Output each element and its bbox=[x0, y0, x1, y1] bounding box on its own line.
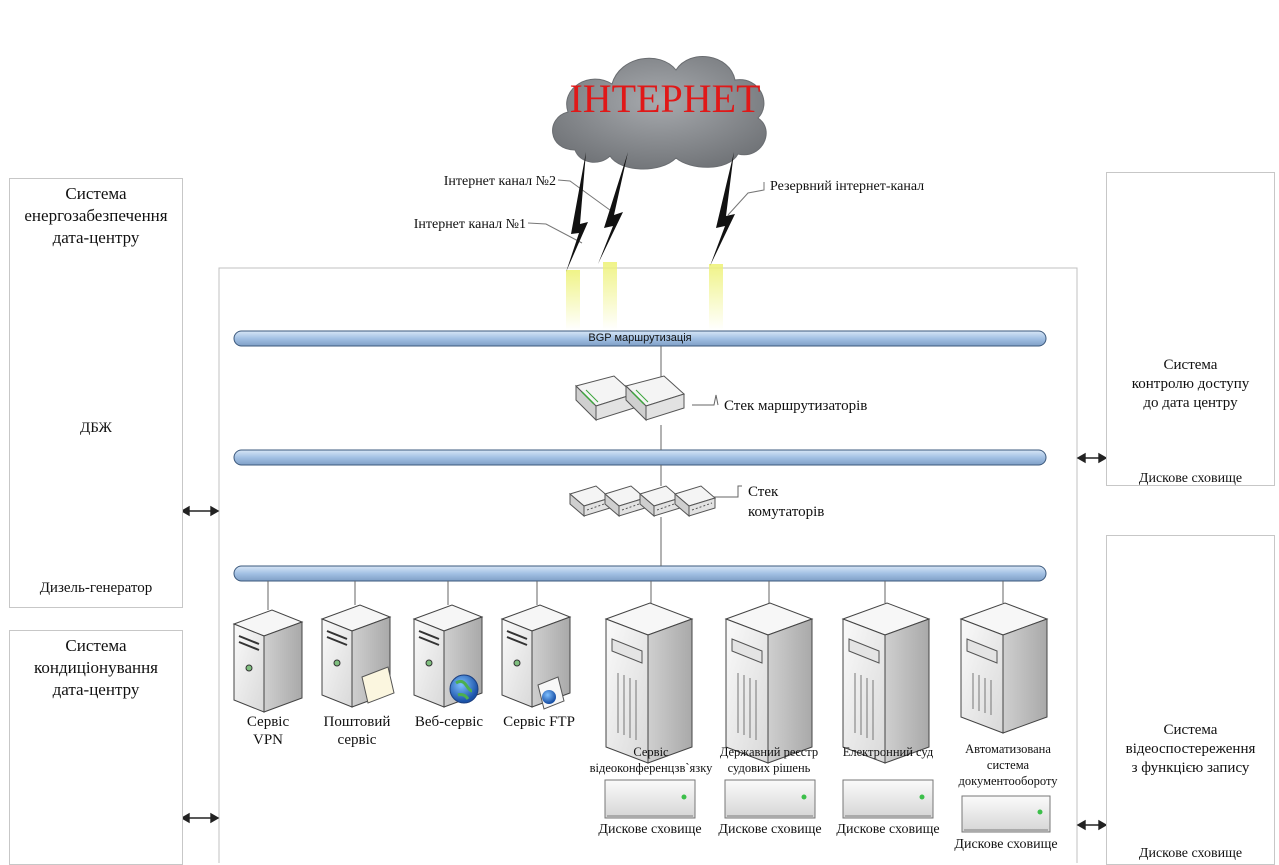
power-title-2: енергозабезпечення bbox=[24, 206, 168, 225]
registry-server-icon bbox=[724, 602, 814, 764]
access-title-2: контролю доступу bbox=[1131, 376, 1250, 392]
channel-1-label: Інтернет канал №1 bbox=[413, 217, 526, 232]
bus-bgp bbox=[233, 330, 1047, 347]
video-title-2: відеоспостереження bbox=[1125, 741, 1256, 757]
web-server-icon bbox=[412, 604, 484, 708]
docflow-label-1: Автоматизована bbox=[965, 742, 1051, 756]
bolt-channel-2 bbox=[598, 152, 628, 330]
leader-ch1 bbox=[527, 222, 583, 244]
access-title-1: Система bbox=[1163, 357, 1218, 373]
court-server-icon bbox=[841, 602, 931, 764]
video-title-1: Система bbox=[1163, 722, 1218, 738]
datacenter-frame bbox=[218, 267, 1078, 863]
video-storage-label: Дискове сховище bbox=[1138, 846, 1243, 861]
docflow-label-2: система bbox=[986, 758, 1030, 772]
docflow-label-3: документообороту bbox=[958, 774, 1058, 788]
access-storage-label: Дискове сховище bbox=[1138, 471, 1243, 486]
videoconf-label-2: відеоконференцзв`язку bbox=[589, 761, 713, 775]
reserve-channel-label: Резервний інтернет-канал bbox=[770, 179, 925, 194]
registry-label-1: Державний реєстр bbox=[719, 745, 819, 759]
video-title-3: з функцією запису bbox=[1131, 760, 1250, 776]
leader-reserve bbox=[727, 182, 765, 216]
mail-label-2: сервіс bbox=[337, 732, 377, 748]
court-storage-label: Дискове сховище bbox=[836, 822, 940, 837]
generator-label: Дизель-генератор bbox=[39, 580, 153, 596]
ftp-label: Сервіс FTP bbox=[503, 714, 575, 730]
internet-cloud bbox=[552, 56, 767, 170]
vpn-label-2: VPN bbox=[252, 732, 283, 748]
router-stack-label: Стек маршрутизаторів bbox=[724, 398, 868, 414]
docflow-server-icon bbox=[959, 602, 1049, 734]
videoconf-server-icon bbox=[604, 602, 694, 764]
ups-label: ДБЖ bbox=[80, 420, 112, 436]
internet-label: ІНТЕРНЕТ bbox=[569, 76, 761, 121]
access-title-3: до дата центру bbox=[1143, 395, 1238, 411]
link-arrows bbox=[180, 452, 1108, 831]
bolt-channel-1 bbox=[566, 152, 588, 330]
bus-middle bbox=[233, 449, 1047, 466]
power-title-3: дата-центру bbox=[52, 228, 140, 247]
cooling-title-2: кондиціонування bbox=[33, 658, 159, 677]
vpn-server-icon bbox=[232, 609, 304, 713]
storage-court-icon bbox=[842, 779, 934, 819]
storage-docflow-icon bbox=[961, 795, 1051, 833]
storage-registry-icon bbox=[724, 779, 816, 819]
storage-videoconf-icon bbox=[604, 779, 696, 819]
docflow-storage-label: Дискове сховище bbox=[954, 837, 1058, 852]
videoconf-label-1: Сервіс bbox=[633, 745, 669, 759]
switch-stack-label-1: Стек bbox=[748, 484, 779, 500]
power-title-1: Система bbox=[65, 184, 127, 203]
video-panel bbox=[1106, 535, 1275, 865]
router-stack-icon bbox=[575, 375, 685, 422]
ftp-server-icon bbox=[500, 604, 572, 710]
power-panel bbox=[9, 178, 183, 608]
mail-label-1: Поштовий bbox=[323, 714, 391, 730]
cooling-title-3: дата-центру bbox=[52, 680, 140, 699]
access-panel bbox=[1106, 172, 1275, 486]
court-label: Електронний суд bbox=[842, 745, 934, 759]
web-label: Веб-сервіс bbox=[414, 714, 484, 730]
registry-storage-label: Дискове сховище bbox=[718, 822, 822, 837]
cooling-panel bbox=[9, 630, 183, 865]
vpn-label-1: Сервіс bbox=[246, 714, 290, 730]
cooling-title-1: Система bbox=[65, 636, 127, 655]
bgp-bus-label: BGP маршрутизація bbox=[588, 332, 692, 344]
switch-stack-label-2: комутаторів bbox=[748, 504, 825, 520]
bus-bottom bbox=[233, 565, 1047, 582]
registry-label-2: судових рішень bbox=[727, 761, 811, 775]
leader-ch2 bbox=[557, 179, 615, 214]
mail-server-icon bbox=[320, 604, 395, 708]
switch-stack-icon bbox=[568, 485, 717, 518]
channel-2-label: Інтернет канал №2 bbox=[443, 174, 556, 189]
bolt-reserve bbox=[709, 152, 735, 330]
videoconf-storage-label: Дискове сховище bbox=[598, 822, 702, 837]
